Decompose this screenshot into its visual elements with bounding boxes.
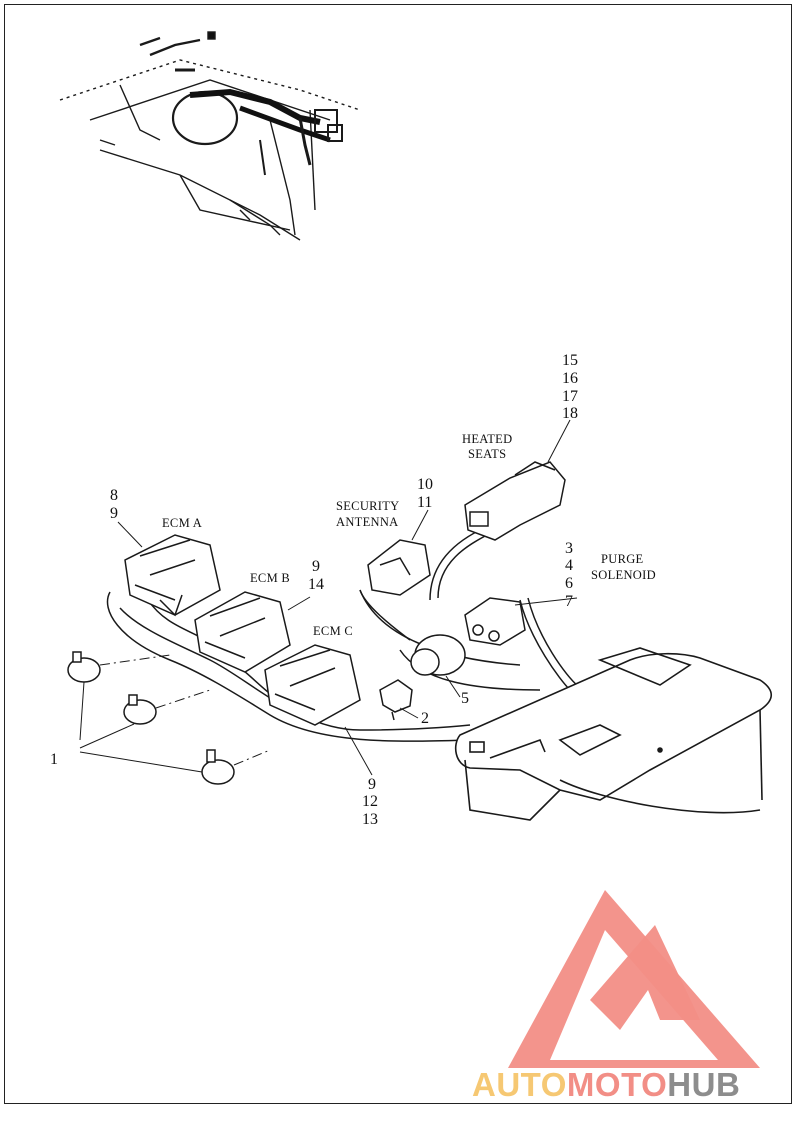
callout-9-ecm-a: 9: [110, 505, 118, 522]
cable-strap-3: [201, 749, 235, 785]
ecm-c-connector: [264, 644, 361, 726]
callout-1: 1: [50, 751, 58, 768]
caption-ecm-c: ECM C: [313, 624, 354, 638]
caption-ecm-b: ECM B: [250, 571, 291, 585]
caption-solenoid: SOLENOID: [591, 568, 656, 582]
caption-purge: PURGE: [601, 552, 644, 566]
ecm-b-connector: [194, 591, 291, 673]
caption-antenna: ANTENNA: [336, 515, 399, 529]
watermark-auto: AUTO: [472, 1066, 567, 1103]
callout-3: 3: [565, 540, 573, 557]
watermark-moto: MOTO: [566, 1066, 668, 1103]
leader-lines: [79, 419, 578, 776]
round-connector: [410, 634, 466, 676]
clip-part: [379, 679, 413, 721]
page-frame: [4, 4, 792, 1104]
callout-10: 10: [417, 476, 433, 493]
security-antenna-connector: [359, 539, 431, 641]
callout-5: 5: [461, 690, 469, 707]
callout-9-ecm-b: 9: [312, 558, 320, 575]
automotohub-logo: [508, 890, 760, 1068]
callout-16: 16: [562, 370, 578, 387]
callout-12: 12: [362, 793, 378, 810]
callout-2: 2: [421, 710, 429, 727]
callout-7: 7: [565, 593, 573, 610]
callout-13: 13: [362, 811, 378, 828]
cable-strap-1: [67, 651, 101, 683]
callout-11: 11: [417, 494, 433, 511]
caption-security: SECURITY: [336, 499, 400, 513]
purge-solenoid-connector: [464, 597, 526, 646]
caption-ecm-a: ECM A: [162, 516, 203, 530]
watermark-hub: HUB: [667, 1066, 741, 1103]
caption-heated: HEATED: [462, 432, 513, 446]
caption-seats: SEATS: [468, 447, 507, 461]
callout-14: 14: [308, 576, 324, 593]
callout-6: 6: [565, 575, 573, 592]
heated-seats-connector: [464, 461, 566, 541]
callout-17: 17: [562, 388, 578, 405]
callout-8: 8: [110, 487, 118, 504]
cable-strap-2: [123, 694, 157, 725]
locator-thumbnail: [59, 31, 361, 241]
watermark-text: AUTOMOTOHUB: [472, 1068, 740, 1102]
callout-4: 4: [565, 557, 573, 574]
mounting-plate: [454, 647, 773, 821]
assembly-lines: [99, 654, 271, 766]
callout-9-ecm-c: 9: [368, 776, 376, 793]
ecm-a-connector: [124, 534, 221, 617]
callout-15: 15: [562, 352, 578, 369]
callout-18: 18: [562, 405, 578, 422]
